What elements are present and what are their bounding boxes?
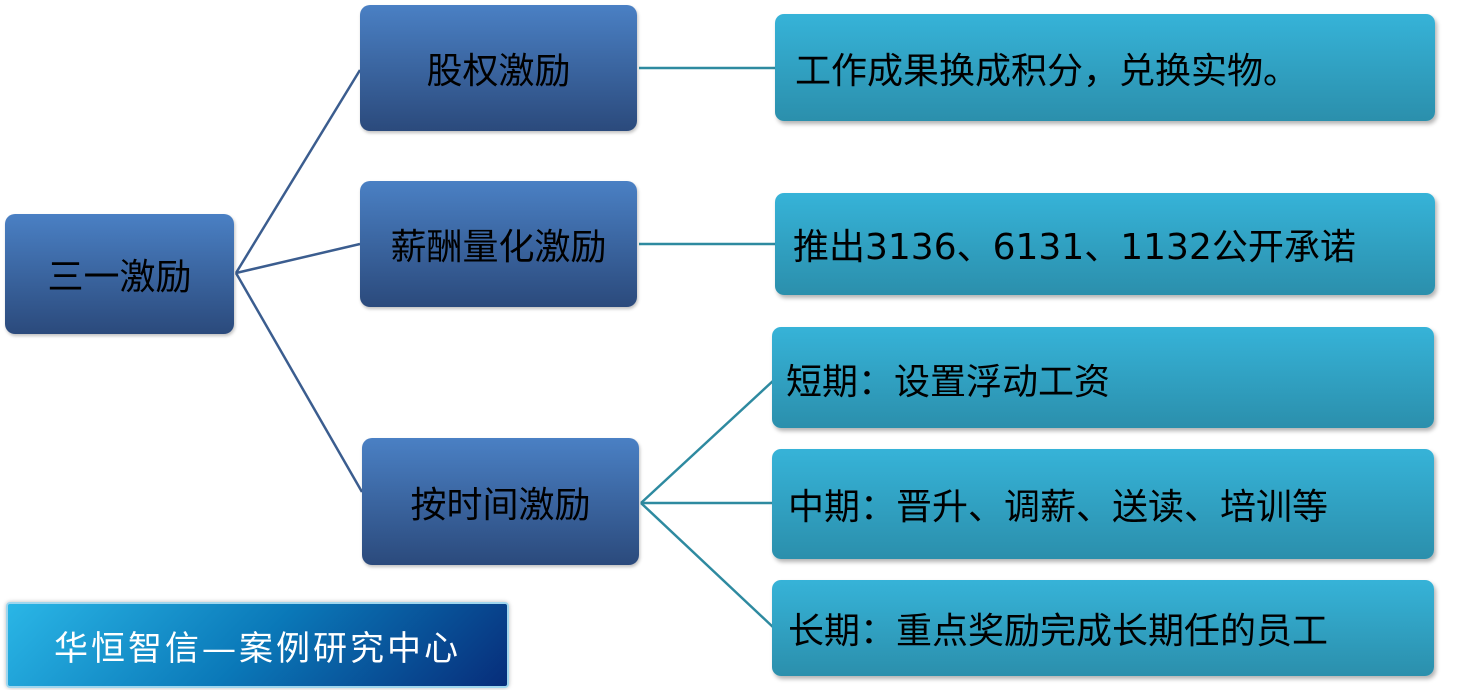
- detail-short-term: 短期：设置浮动工资: [772, 327, 1434, 428]
- connector-time-long: [640, 502, 775, 629]
- branch-time: 按时间激励: [362, 438, 639, 565]
- connector-root-time: [234, 272, 364, 493]
- branch-label: 薪酬量化激励: [390, 227, 607, 268]
- detail-long-term: 长期：重点奖励完成长期任的员工: [772, 580, 1434, 676]
- branch-salary: 薪酬量化激励: [360, 181, 637, 307]
- detail-mid-term: 中期：晋升、调薪、送读、培训等: [772, 449, 1434, 559]
- detail-text: 中期：晋升、调薪、送读、培训等: [788, 487, 1329, 528]
- root-node: 三一激励: [5, 214, 234, 334]
- branch-label: 按时间激励: [410, 484, 591, 526]
- logo-text: 华恒智信—案例研究中心: [54, 628, 461, 669]
- detail-equity: 工作成果换成积分，兑换实物。: [775, 14, 1435, 121]
- connector-root-salary: [235, 242, 361, 275]
- branch-equity: 股权激励: [360, 5, 637, 131]
- detail-text: 推出3136、6131、1132公开承诺: [793, 227, 1356, 268]
- detail-text: 长期：重点奖励完成长期任的员工: [788, 611, 1329, 652]
- detail-text: 工作成果换成积分，兑换实物。: [795, 50, 1300, 92]
- connector-root-equity: [234, 69, 362, 274]
- connector-time-short: [640, 379, 775, 504]
- detail-text: 短期：设置浮动工资: [786, 362, 1111, 403]
- logo-banner: 华恒智信—案例研究中心: [6, 602, 509, 688]
- root-label: 三一激励: [47, 257, 192, 298]
- branch-label: 股权激励: [426, 51, 571, 92]
- detail-salary: 推出3136、6131、1132公开承诺: [775, 193, 1435, 295]
